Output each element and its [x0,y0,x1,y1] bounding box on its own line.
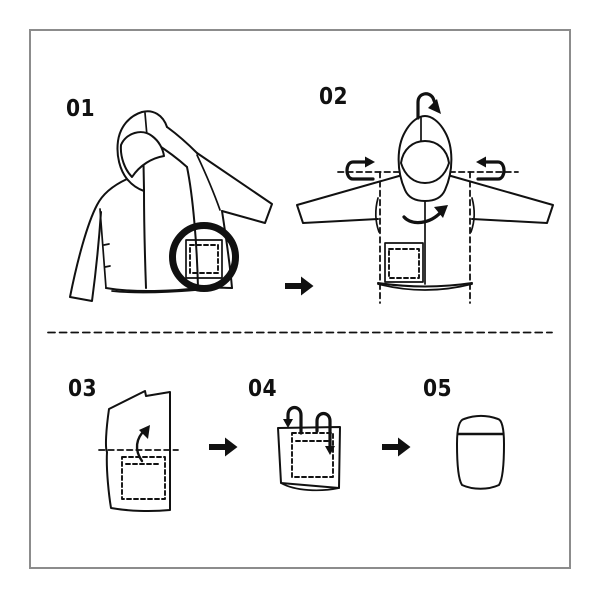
hood-fold-arrowhead [428,99,441,114]
hood-opening [119,131,165,178]
right-fold-arrowhead [476,156,486,168]
tuck-right-arrow-icon [315,411,332,448]
flat-right-sleeve [450,175,554,224]
pocket-highlight-circle-icon [169,222,239,292]
step-05-label: 05 [423,376,453,402]
collar-band-upper [166,126,198,154]
step-03-label: 03 [68,376,98,402]
torso-fold-arrow-icon [402,210,443,225]
pocket-outline [384,242,424,283]
flat-left-sleeve [296,175,400,224]
folded-panel-outline [104,390,171,513]
right-underarm-seam [470,197,475,233]
right-arrow-icon [382,437,411,457]
torso-fold-arrowhead [434,205,448,218]
flat-hood-opening [400,140,450,184]
pouch-outline [456,415,505,490]
armhole-seam [196,154,221,211]
pocket-dashed-outline [291,432,334,478]
pocket-stitch-dashed [189,244,219,274]
step-04-illustration [277,405,341,492]
tuck-left-arrowhead [283,419,293,428]
tuck-left-arrow-icon [286,405,303,435]
jacket-hem-inner [111,289,197,294]
zipper-tick [104,265,111,268]
diagram-border [29,29,571,569]
left-fold-arrowhead [365,156,375,168]
zipper-tick [103,243,110,246]
fold-up-arrowhead [139,425,150,439]
hood-fold-arrow-icon [416,92,437,120]
jacket-left-sleeve [69,178,128,302]
flat-hem-upper [377,282,473,288]
pocket-outline [185,239,223,279]
step-02-label: 02 [319,84,349,110]
jacket-right-sleeve [196,152,273,224]
step-04-label: 04 [248,376,278,402]
flat-hem-lower [377,283,473,291]
tuck-right-arrowhead [325,446,335,455]
left-underarm-seam [375,197,380,233]
step-01-illustration [69,110,273,302]
step-02-illustration [296,92,554,304]
hood-outline-left [116,111,145,192]
hood-outline-right [141,110,168,128]
pocket-stitch-dashed [388,248,420,279]
right-arrow-icon [285,276,314,296]
right-arrow-icon [209,437,238,457]
step-05-illustration [456,415,505,490]
step-03-illustration [98,390,179,513]
jacket-left-front-edge [99,208,107,289]
right-fold-arrow-icon [476,160,506,181]
step-01-label: 01 [66,96,96,122]
pocket-dashed-outline [121,456,166,500]
folded-square-lip [280,482,340,492]
left-fold-arrow-icon [345,160,375,181]
jacket-right-side [221,210,233,289]
